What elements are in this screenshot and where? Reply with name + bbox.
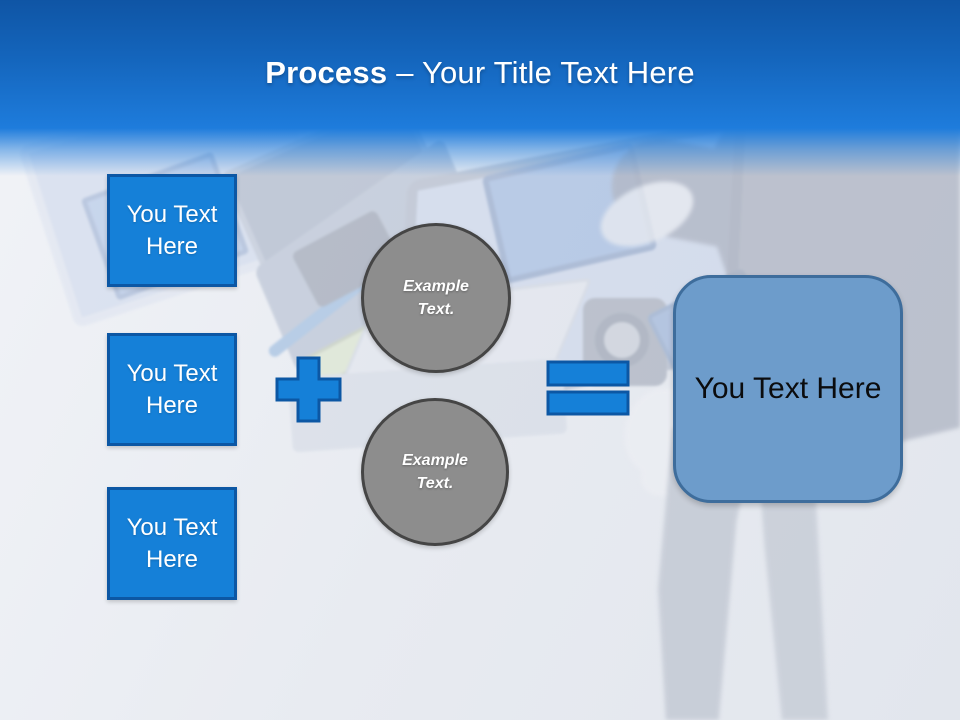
result-box-label: You Text Here: [694, 372, 882, 405]
text-box-label: You Text Here: [126, 513, 218, 573]
equals-icon[interactable]: [545, 358, 631, 418]
text-box-2[interactable]: You Text Here: [107, 333, 237, 446]
circle-label: Example Text.: [402, 451, 468, 492]
text-box-3[interactable]: You Text Here: [107, 487, 237, 600]
text-box-label: You Text Here: [126, 359, 218, 419]
example-circle-2[interactable]: Example Text.: [361, 398, 509, 546]
title-rest: – Your Title Text Here: [396, 55, 695, 90]
example-circle-1[interactable]: Example Text.: [361, 223, 511, 373]
plus-icon[interactable]: [274, 355, 342, 423]
result-box[interactable]: You Text Here: [673, 275, 903, 503]
text-box-label: You Text Here: [126, 200, 218, 260]
circle-label: Example Text.: [403, 277, 469, 318]
text-box-1[interactable]: You Text Here: [107, 174, 237, 287]
